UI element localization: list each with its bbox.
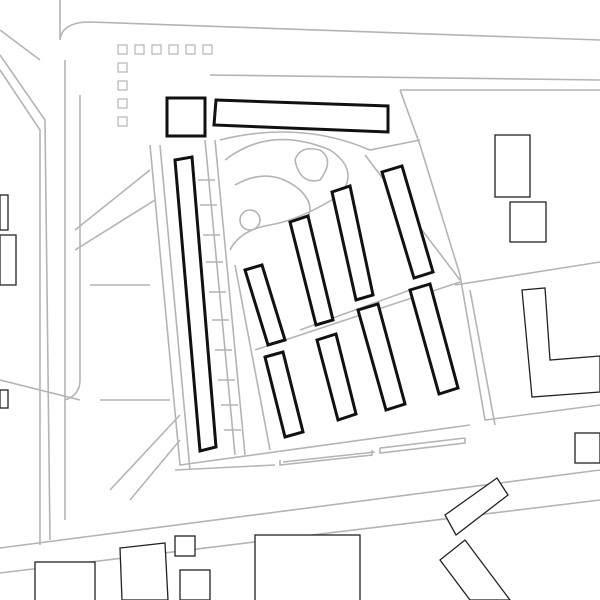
building-west-slab: [173, 155, 218, 453]
context-building: [574, 432, 600, 464]
parking-square: [117, 98, 128, 109]
parking-square: [185, 44, 196, 55]
internal-paths: [0, 131, 461, 501]
building-row-3: [330, 184, 375, 302]
building-row-1: [243, 263, 287, 347]
building-row-6: [315, 332, 358, 422]
context-building: [439, 539, 511, 600]
parking-square: [151, 44, 162, 55]
context-building: [34, 561, 96, 600]
context-building: [0, 234, 17, 286]
parking-square: [117, 116, 128, 127]
road-top: [0, 0, 600, 81]
parking-bays: [198, 179, 466, 466]
context-building: [494, 134, 531, 198]
project-buildings: [165, 96, 460, 453]
building-row-7: [356, 302, 407, 412]
parking-squares: [117, 44, 213, 127]
parking-square: [202, 44, 213, 55]
context-building: [119, 542, 169, 600]
context-building: [0, 194, 9, 231]
plaza-curves: [224, 138, 349, 251]
parking-square: [117, 80, 128, 91]
road-east: [399, 89, 600, 426]
building-row-8: [408, 282, 460, 396]
parking-square: [134, 44, 145, 55]
parking-square: [168, 44, 179, 55]
context-building: [444, 477, 509, 536]
context-building: [179, 569, 211, 600]
site-boundary: [149, 144, 471, 471]
parking-square: [117, 62, 128, 73]
building-row-4: [380, 164, 435, 280]
building-row-2: [288, 214, 335, 327]
building-row-5: [263, 350, 305, 439]
road-network: [0, 0, 600, 574]
context-building: [0, 389, 9, 409]
building-tower: [165, 96, 207, 138]
building-north-slab: [212, 98, 390, 134]
context-buildings: [0, 134, 600, 600]
parking-square: [117, 44, 128, 55]
context-building: [521, 287, 600, 398]
road-west: [0, 54, 81, 545]
context-building: [254, 534, 361, 600]
context-building: [174, 535, 196, 557]
context-building: [509, 201, 547, 243]
